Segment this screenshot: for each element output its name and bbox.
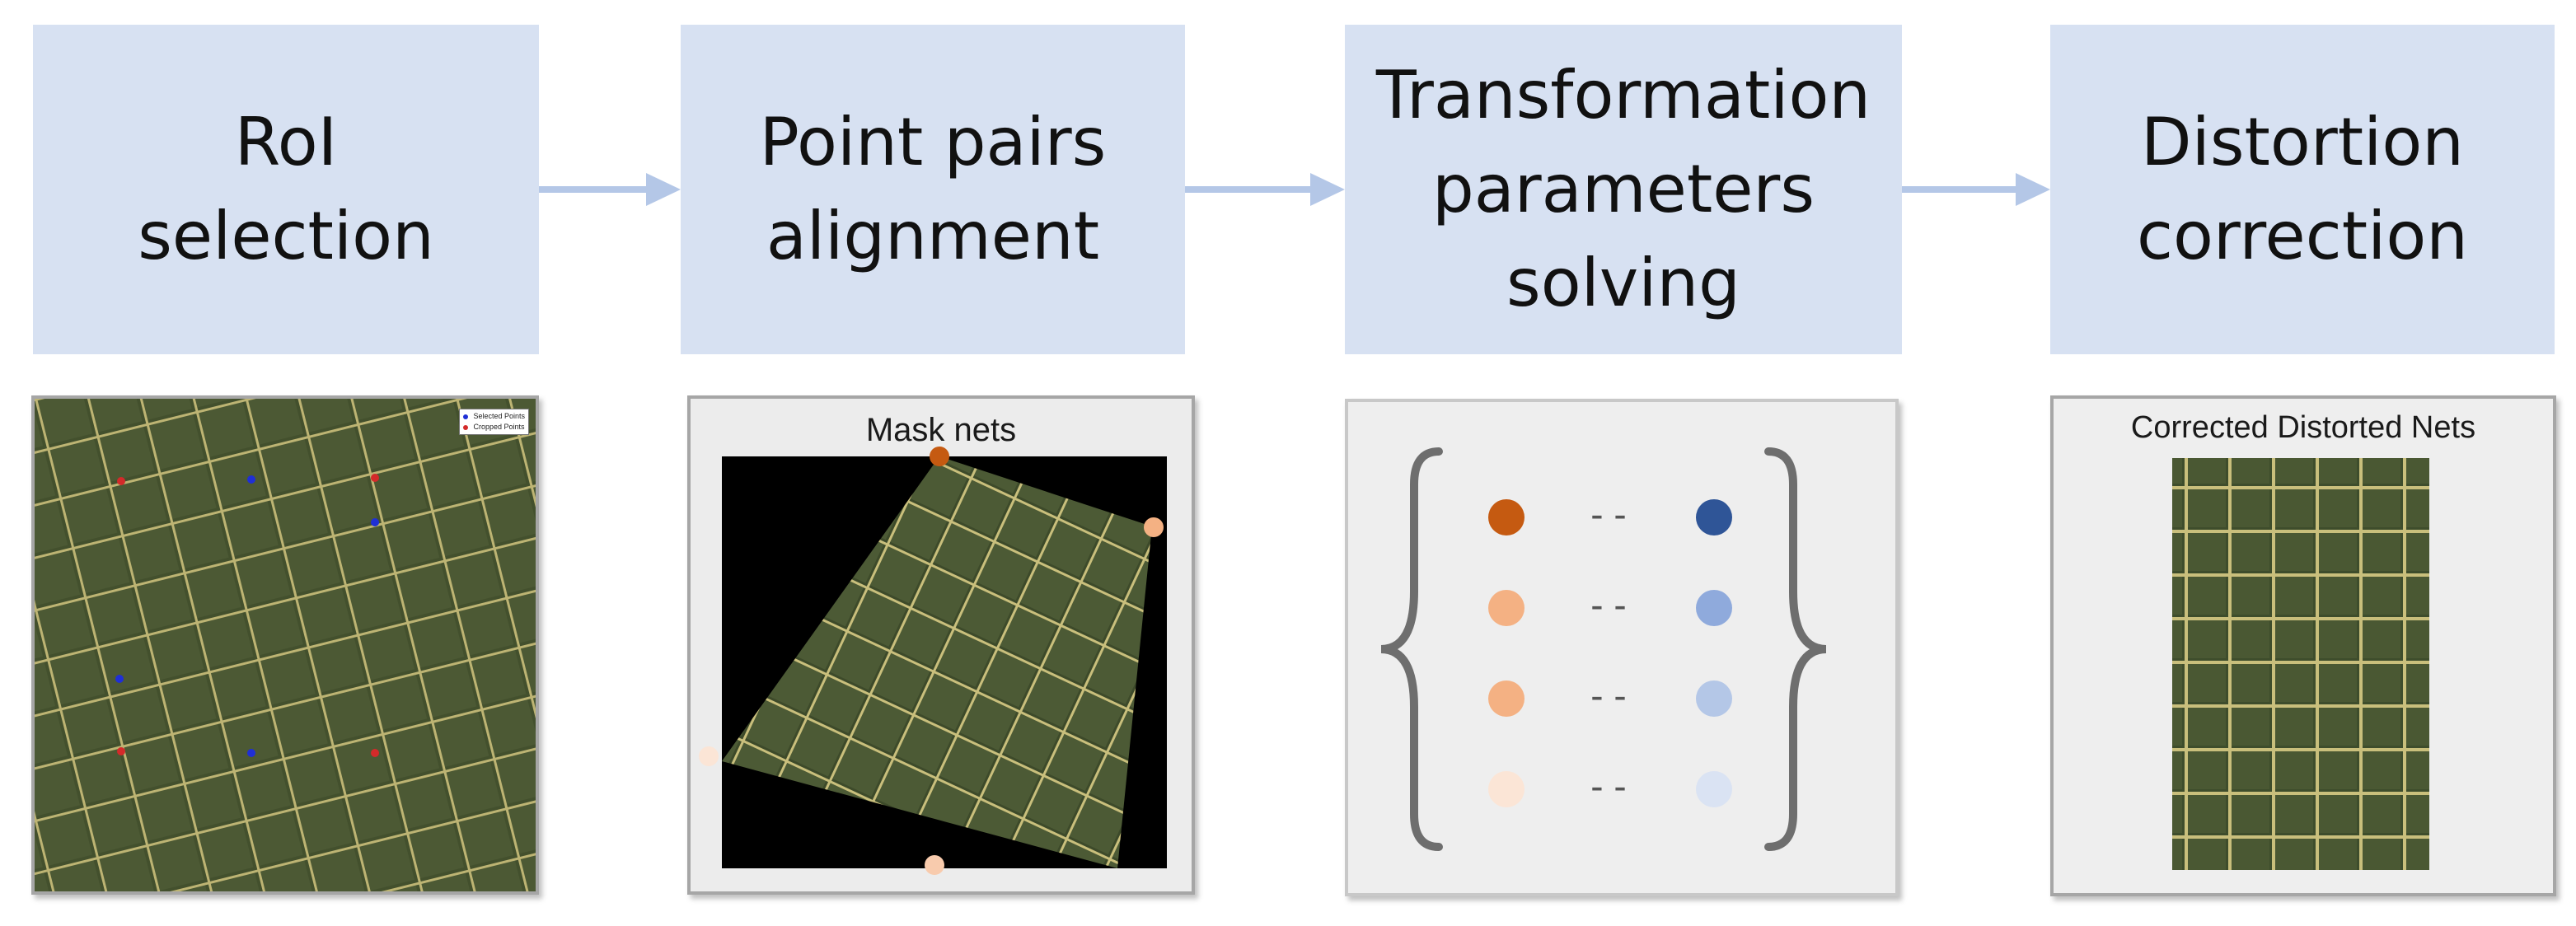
pair-3-source-point <box>1488 680 1525 717</box>
pair-1-source-point <box>1488 499 1525 535</box>
step-distortion-correction-label: Distortion correction <box>2137 104 2468 274</box>
legend-cropped-points: Cropped Points <box>473 423 525 431</box>
step-transformation-parameters-solving: Transformation parameters solving <box>1345 25 1902 354</box>
step-distortion-correction: Distortion correction <box>2050 25 2555 354</box>
corrected-nets-panel: Corrected Distorted Nets <box>2050 395 2556 896</box>
step-point-pairs-alignment-label: Point pairs alignment <box>759 104 1107 274</box>
corner-point-top <box>930 447 949 466</box>
mask-nets-panel: Mask nets <box>687 395 1195 895</box>
step-transformation-parameters-solving-label: Transformation parameters solving <box>1375 57 1871 321</box>
selected-point-marker <box>463 414 469 419</box>
pair-3-target-point <box>1696 680 1732 717</box>
right-brace <box>1764 447 1827 851</box>
pair-4-target-point <box>1696 771 1732 807</box>
corrected-nets-title: Corrected Distorted Nets <box>2130 410 2476 445</box>
arrow-3 <box>1902 173 2050 206</box>
arrow-2 <box>1185 173 1345 206</box>
step-roi-selection: RoI selection <box>33 25 539 354</box>
corrected-net-region <box>2172 458 2429 870</box>
pair-4-source-point <box>1488 771 1525 807</box>
step-roi-selection-label: RoI selection <box>138 104 434 274</box>
pair-4-connector: - - <box>1590 765 1626 807</box>
roi-legend: Selected Points Cropped Points <box>459 409 529 435</box>
step-point-pairs-alignment: Point pairs alignment <box>681 25 1185 354</box>
cropped-point-marker <box>463 424 469 430</box>
corner-point-left <box>699 746 719 766</box>
roi-image-panel: Selected Points Cropped Points <box>31 395 539 895</box>
left-brace <box>1380 447 1443 851</box>
pair-2-connector: - - <box>1590 583 1626 626</box>
arrow-1 <box>539 173 681 206</box>
corner-point-right <box>1144 517 1164 537</box>
corrected-nets-image <box>2172 458 2429 870</box>
net-image <box>35 399 536 891</box>
mask-nets-title: Mask nets <box>865 412 1017 448</box>
point-markers <box>115 474 379 757</box>
mask-nets-plot <box>699 447 1167 875</box>
point-pairs-set: - - - - - - - - <box>1380 447 1827 851</box>
pair-2-target-point <box>1696 590 1732 626</box>
parameters-panel: - - - - - - - - <box>1345 399 1899 896</box>
net-region <box>722 456 1152 868</box>
pair-1-target-point <box>1696 499 1732 535</box>
legend-selected-points: Selected Points <box>473 412 525 420</box>
pair-2-source-point <box>1488 590 1525 626</box>
pair-3-connector: - - <box>1590 674 1626 717</box>
pair-1-connector: - - <box>1590 493 1626 535</box>
corner-point-bottom <box>925 855 944 875</box>
